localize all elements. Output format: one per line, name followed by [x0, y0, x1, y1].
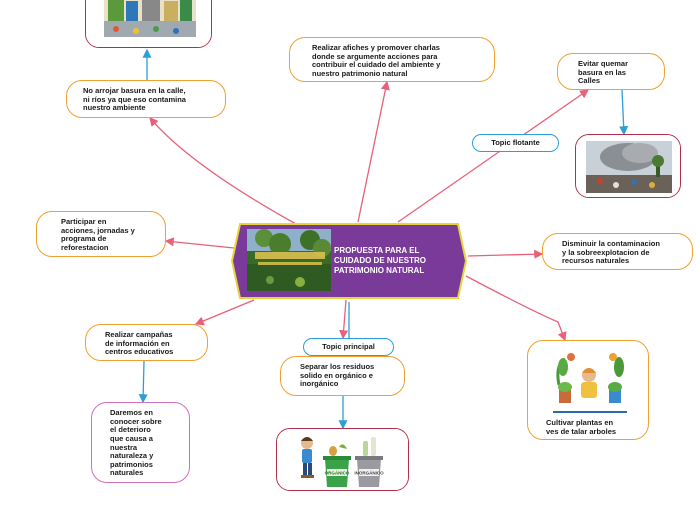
link-cultivar — [465, 275, 567, 342]
plants-image — [553, 353, 627, 413]
garbage-street-image — [85, 0, 212, 48]
link-campanas-daremos — [138, 360, 148, 404]
link-campanas — [194, 299, 255, 326]
node-evitar-quemar[interactable]: Evitar quemar basura en las Calles — [557, 53, 665, 90]
link-participar — [164, 237, 235, 249]
central-topic-title: PROPUESTA PARA EL CUIDADO DE NUESTRO PAT… — [334, 246, 427, 275]
link-afiches — [357, 80, 390, 223]
topic-principal[interactable]: Topic principal — [303, 338, 394, 356]
node-daremos[interactable]: Daremos en conocer sobre el deterioro qu… — [91, 402, 190, 483]
central-image — [247, 229, 331, 291]
node-no-arrojar[interactable]: No arrojar basura en la calle, ni ríos y… — [66, 80, 226, 118]
node-separar[interactable]: Separar los residuos solido en orgánico … — [280, 356, 405, 396]
node-cultivar[interactable]: Cultivar plantas en ves de talar arboles — [527, 340, 649, 440]
node-disminuir[interactable]: Disminuir la contaminacion y la sobreexp… — [542, 233, 693, 270]
recycling-bins-image: ORGÁNICO INORGÁNICO — [276, 428, 409, 491]
topic-floating[interactable]: Topic flotante — [472, 134, 559, 152]
link-disminuir — [467, 249, 544, 259]
burning-garbage-image — [575, 134, 681, 198]
central-topic[interactable] — [230, 222, 470, 300]
inorganic-bin-label: INORGÁNICO — [354, 470, 384, 476]
link-evitar — [397, 89, 590, 223]
node-cultivar-label: Cultivar plantas en ves de talar arboles — [546, 418, 617, 436]
organic-bin-label: ORGÁNICO — [325, 470, 350, 476]
node-participar[interactable]: Participar en acciones, jornadas y progr… — [36, 211, 166, 257]
link-separar — [339, 299, 349, 340]
link-evitar-img — [619, 89, 629, 136]
link-no-arrojar — [149, 117, 297, 225]
node-afiches[interactable]: Realizar afiches y promover charlas dond… — [289, 37, 495, 82]
node-campanas[interactable]: Realizar campañas de información en cent… — [85, 324, 208, 361]
